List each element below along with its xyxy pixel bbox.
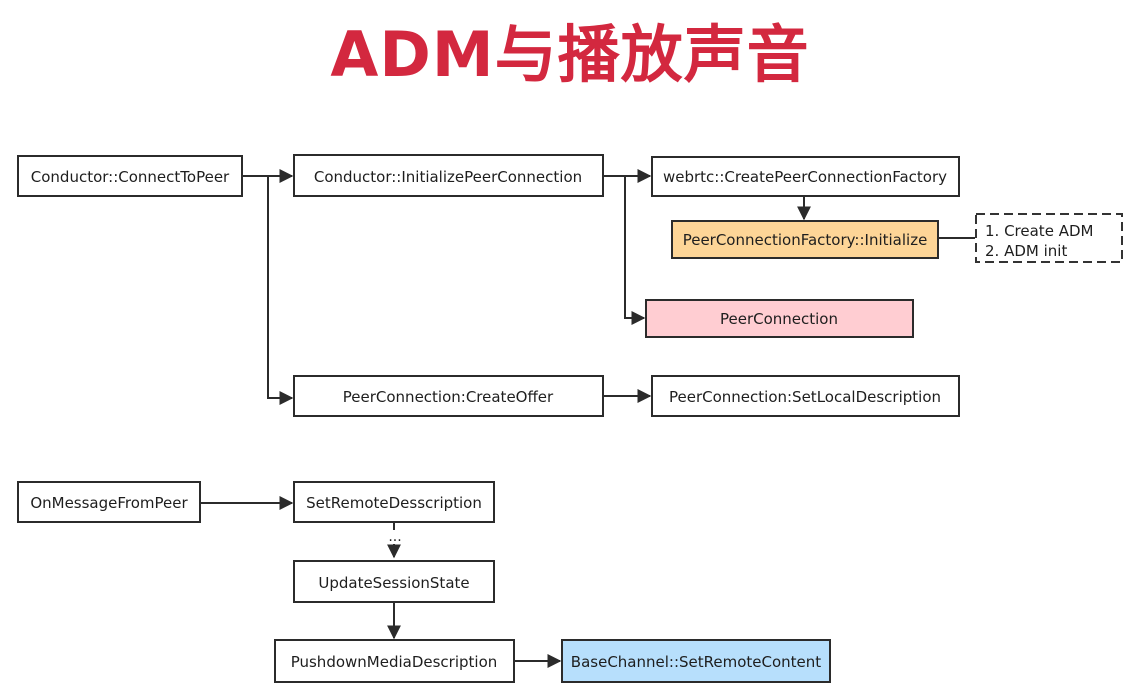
edge-initialize-to-peer-connection — [624, 176, 646, 325]
node-initialize-peer-connection: Conductor::InitializePeerConnection — [293, 154, 604, 197]
node-on-message-from-peer-label: OnMessageFromPeer — [30, 494, 188, 512]
ellipsis-label: ... — [388, 529, 401, 545]
node-pushdown-media-description: PushdownMediaDescription — [274, 639, 515, 683]
node-set-remote-description-label: SetRemoteDesscription — [306, 494, 482, 512]
node-connect-to-peer-label: Conductor::ConnectToPeer — [31, 168, 230, 186]
ellipsis-mask — [386, 530, 404, 544]
note-adm-line2: 2. ADM init — [985, 242, 1067, 260]
node-connect-to-peer: Conductor::ConnectToPeer — [17, 155, 243, 197]
note-adm: 1. Create ADM 2. ADM init — [975, 213, 1123, 263]
node-set-remote-content-label: BaseChannel::SetRemoteContent — [571, 653, 821, 671]
node-set-remote-description: SetRemoteDesscription — [293, 481, 495, 523]
node-pushdown-media-description-label: PushdownMediaDescription — [291, 653, 498, 671]
page-title: ADM与播放声音 — [330, 18, 810, 91]
node-update-session-state-label: UpdateSessionState — [318, 574, 469, 592]
node-on-message-from-peer: OnMessageFromPeer — [17, 481, 201, 523]
node-factory-initialize: PeerConnectionFactory::Initialize — [671, 220, 939, 259]
note-adm-line1: 1. Create ADM — [985, 222, 1093, 240]
node-set-local-description-label: PeerConnection:SetLocalDescription — [669, 388, 941, 406]
node-factory-initialize-label: PeerConnectionFactory::Initialize — [683, 231, 928, 249]
node-create-peer-connection-factory-label: webrtc::CreatePeerConnectionFactory — [663, 168, 947, 186]
node-set-remote-content: BaseChannel::SetRemoteContent — [561, 639, 831, 683]
node-peer-connection: PeerConnection — [645, 299, 914, 338]
node-create-offer-label: PeerConnection:CreateOffer — [343, 388, 554, 406]
node-peer-connection-label: PeerConnection — [720, 310, 838, 328]
edges — [200, 169, 975, 668]
node-update-session-state: UpdateSessionState — [293, 560, 495, 603]
node-create-peer-connection-factory: webrtc::CreatePeerConnectionFactory — [651, 156, 960, 197]
node-initialize-peer-connection-label: Conductor::InitializePeerConnection — [314, 168, 582, 186]
edge-connect-to-create-offer — [267, 176, 294, 405]
node-create-offer: PeerConnection:CreateOffer — [293, 375, 604, 417]
node-set-local-description: PeerConnection:SetLocalDescription — [651, 375, 960, 417]
